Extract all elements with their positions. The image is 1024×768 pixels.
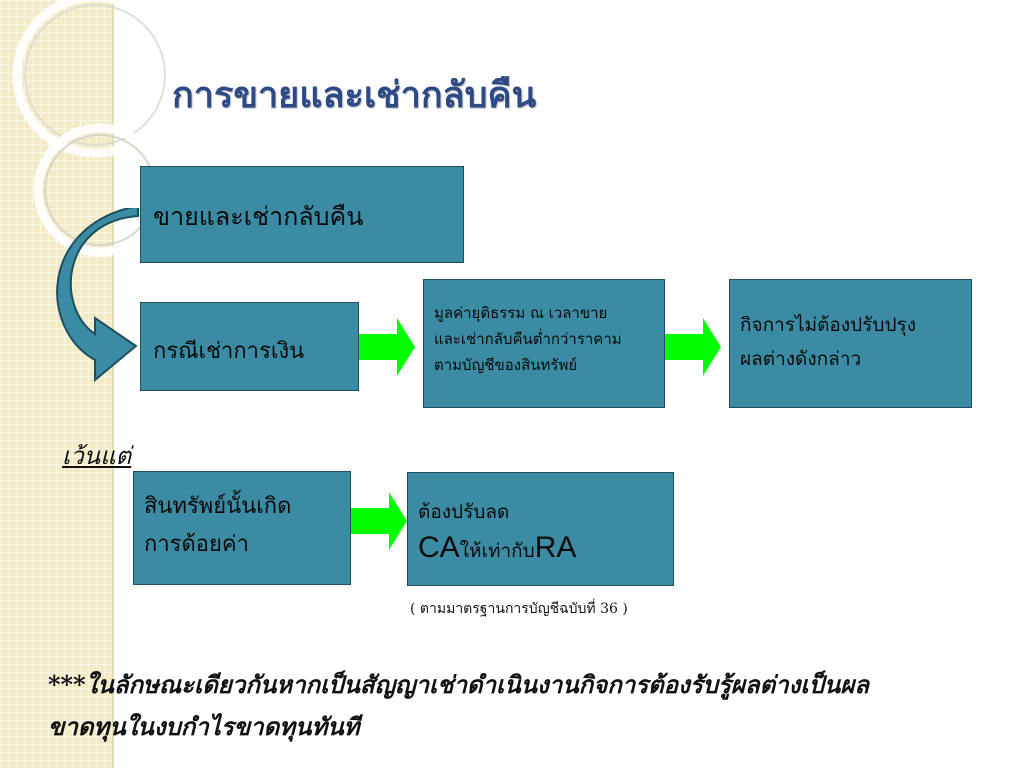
right-arrow-icon xyxy=(359,318,415,376)
right-arrow-icon xyxy=(665,318,721,376)
impairment-label: สินทรัพย์นั้นเกิด การด้อยค่า xyxy=(144,494,292,557)
ca-abbrev: CA xyxy=(418,531,460,564)
finance-lease-label: กรณีเช่าการเงิน xyxy=(153,339,305,364)
finance-lease-box: กรณีเช่าการเงิน xyxy=(140,302,359,391)
page-title: การขายและเช่ากลับคืน xyxy=(172,74,537,116)
no-adjustment-label: กิจการไม่ต้องปรับปรุง ผลต่างดังกล่าว xyxy=(740,314,916,370)
reduce-ca-box: ต้องปรับลด CAให้เท่ากับRA xyxy=(407,472,674,586)
reduce-mid-text: ให้เท่ากับ xyxy=(459,540,535,562)
curved-arrow-icon xyxy=(56,208,139,383)
reduce-line2: CAให้เท่ากับRA xyxy=(418,531,576,566)
footnote: ***ในลักษณะเดียวกันหากเป็นสัญญาเช่าดำเนิ… xyxy=(48,670,869,741)
reduce-line1: ต้องปรับลด xyxy=(418,501,510,523)
sale-leaseback-box: ขายและเช่ากลับคืน xyxy=(140,166,464,263)
except-label: เว้นแต่ xyxy=(62,442,132,470)
standard-caption: ( ตามมาตรฐานการบัญชีฉบับที่ 36 ) xyxy=(410,601,628,617)
ra-abbrev: RA xyxy=(534,531,577,564)
sale-leaseback-label: ขายและเช่ากลับคืน xyxy=(153,202,364,231)
impairment-box: สินทรัพย์นั้นเกิด การด้อยค่า xyxy=(133,471,351,585)
sidebar-edge xyxy=(112,0,114,768)
no-adjustment-box: กิจการไม่ต้องปรับปรุง ผลต่างดังกล่าว xyxy=(729,279,972,408)
right-arrow-icon xyxy=(351,492,407,550)
fair-value-box: มูลค่ายุติธรรม ณ เวลาขาย และเช่ากลับคืนต… xyxy=(423,279,665,408)
fair-value-label: มูลค่ายุติธรรม ณ เวลาขาย และเช่ากลับคืนต… xyxy=(434,304,622,374)
